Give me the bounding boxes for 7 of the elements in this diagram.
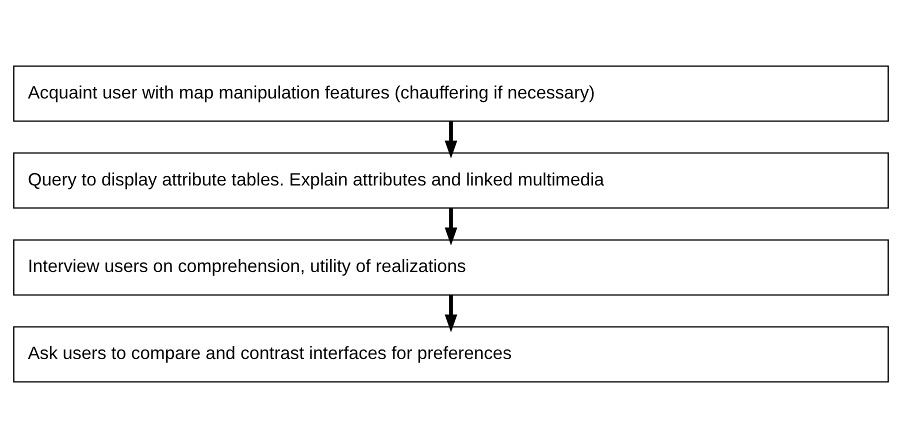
node-box: Acquaint user with map manipulation features (chauffering if necessary) [13, 64, 889, 122]
arrow [444, 294, 458, 332]
arrow [444, 120, 458, 158]
node-box: Query to display attribute tables. Explain attributes and linked multimedia [13, 152, 889, 208]
arrow [444, 208, 458, 245]
node-box: Ask users to compare and contrast interfaces for preferences [13, 326, 889, 382]
node-box: Interview users on comprehension, utility of realizations [13, 238, 889, 296]
